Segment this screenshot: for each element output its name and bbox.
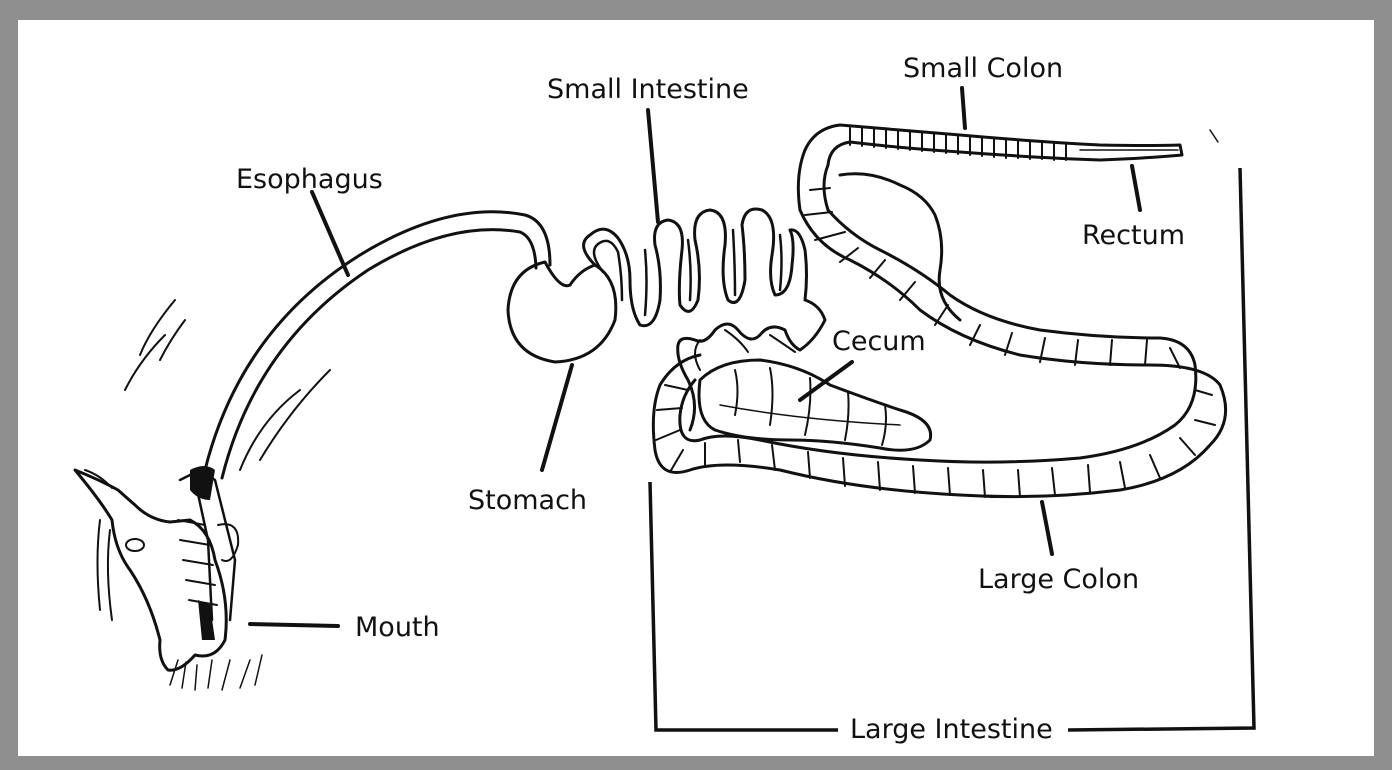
large-intestine-label: Large Intestine <box>850 716 1053 743</box>
small-colon-shape <box>805 125 1218 165</box>
small-intestine-loops <box>584 209 825 430</box>
small-colon-leader <box>962 88 965 128</box>
rectum-label: Rectum <box>1082 222 1185 249</box>
cecum-label: Cecum <box>832 328 926 355</box>
small-intestine-label: Small Intestine <box>547 76 749 103</box>
mouth-label: Mouth <box>355 614 440 641</box>
esophagus-leader <box>312 192 348 275</box>
mouth-leader <box>250 624 338 626</box>
stomach-shape <box>508 262 616 362</box>
esophagus-label: Esophagus <box>236 166 383 193</box>
small-intestine-leader <box>648 110 658 222</box>
small-colon-label: Small Colon <box>903 55 1063 82</box>
stomach-label: Stomach <box>468 487 587 514</box>
cecum-leader <box>800 362 852 400</box>
esophagus-tube <box>205 212 550 478</box>
stomach-leader <box>542 365 572 470</box>
horse-head <box>75 300 262 690</box>
rectum-leader <box>1132 166 1140 210</box>
large-intestine-bracket <box>650 168 1254 730</box>
large-colon-leader <box>1042 502 1052 554</box>
large-colon-label: Large Colon <box>978 566 1139 593</box>
